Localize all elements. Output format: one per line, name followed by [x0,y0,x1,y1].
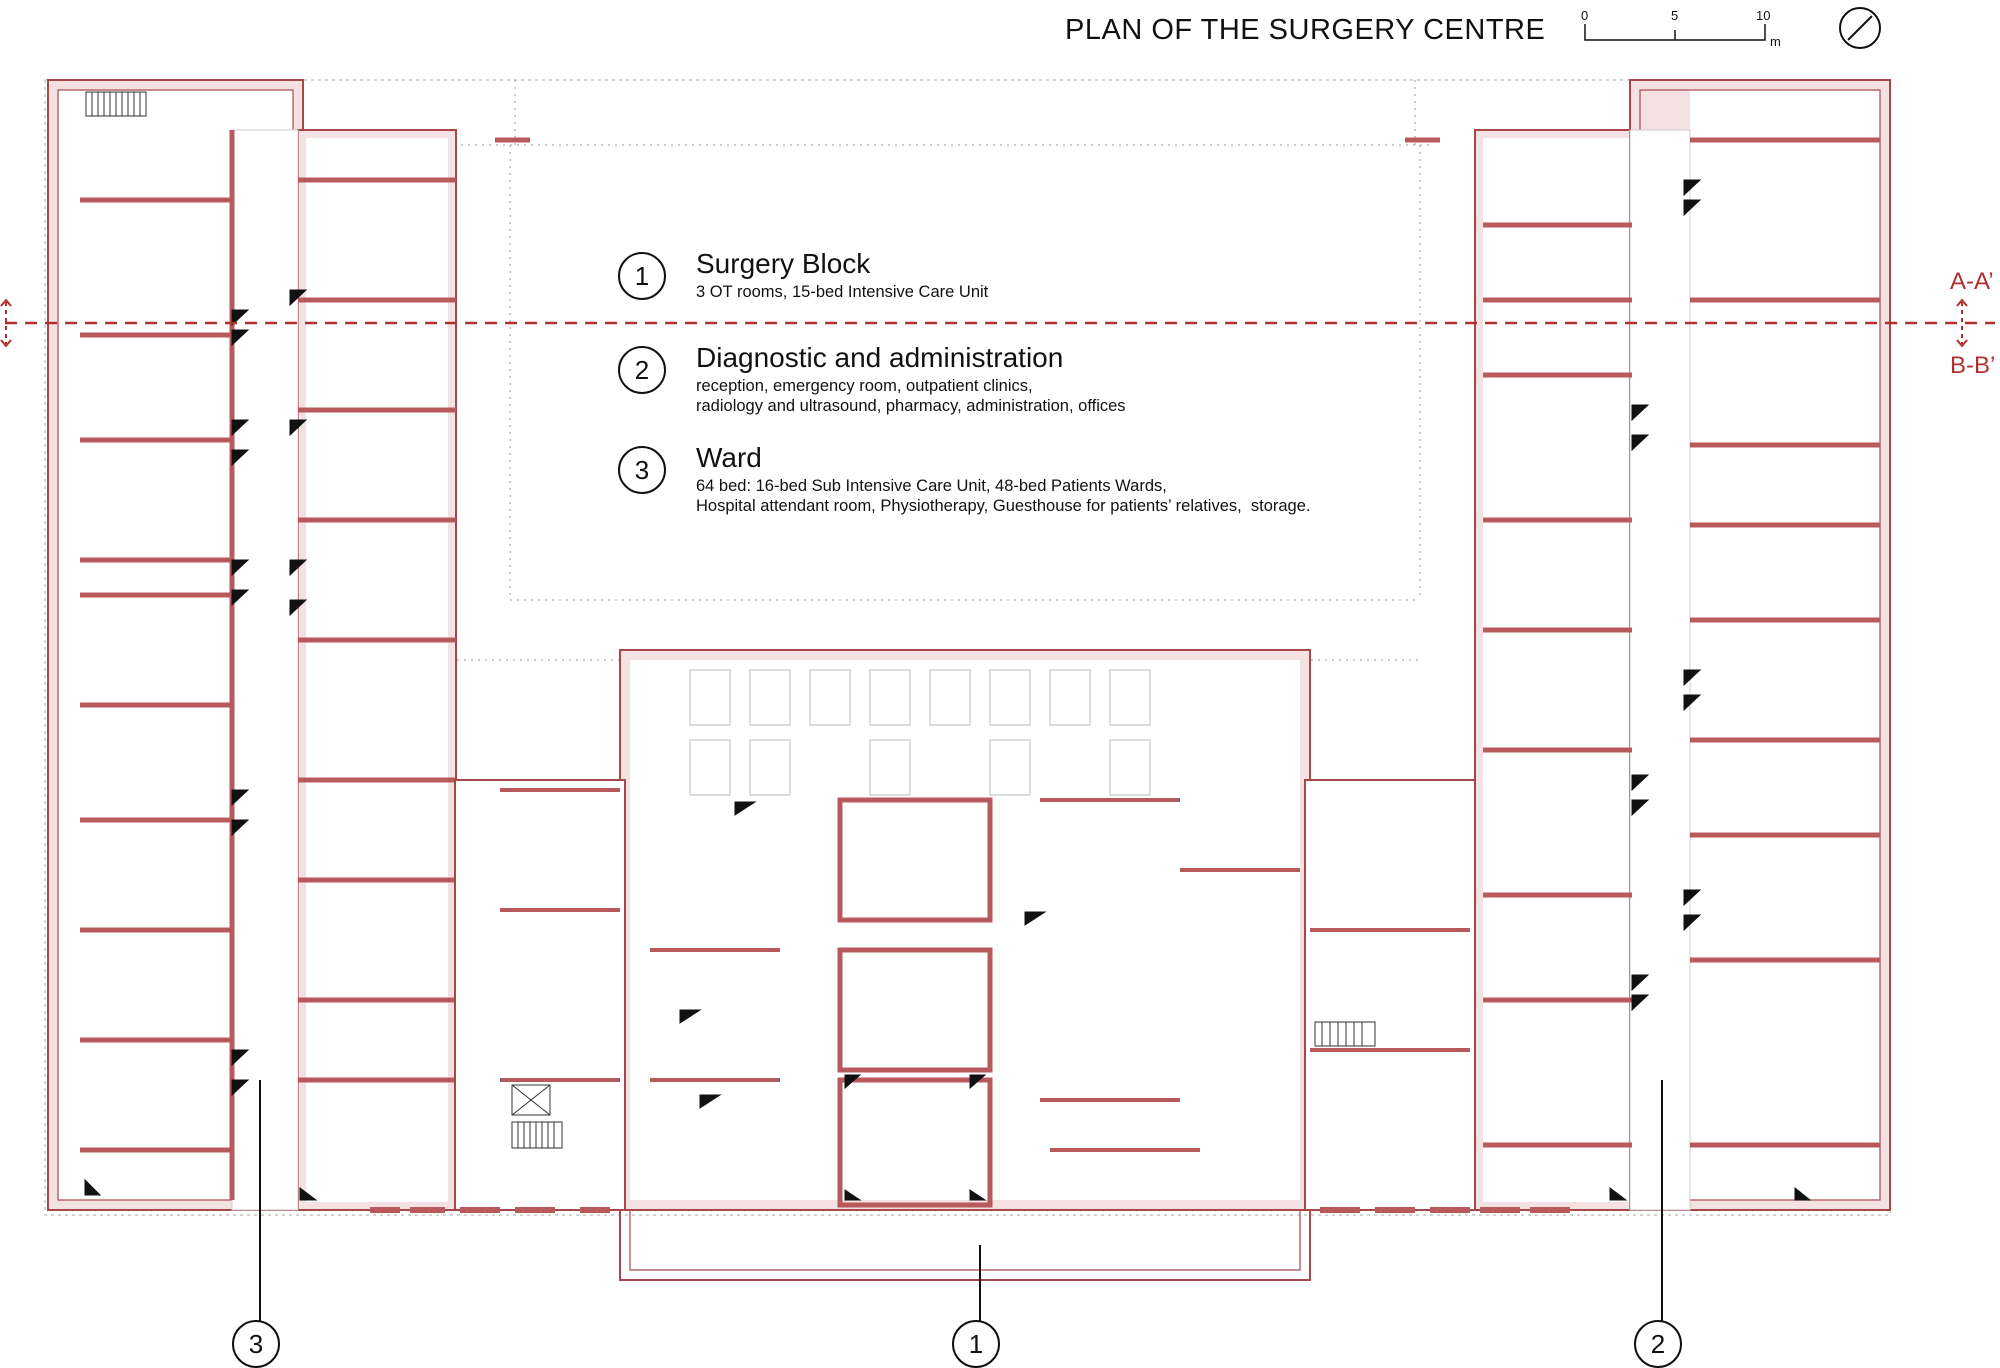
legend: 1 Surgery Block 3 OT rooms, 15-bed Inten… [618,248,1518,515]
legend-number: 2 [618,346,666,394]
scale-bar: 0 5 10 m [1580,4,1820,54]
legend-number: 1 [618,252,666,300]
scale-tick-5: 5 [1671,8,1679,23]
legend-title: Diagnostic and administration [696,342,1064,373]
section-label-bottom: B-B’ [1950,352,1996,379]
scale-tick-0: 0 [1581,8,1589,23]
callout-surgery: 1 [952,1320,1000,1368]
plan-structure [44,79,1891,1281]
scale-unit: m [1770,34,1781,49]
legend-description: 64 bed: 16-bed Sub Intensive Care Unit, … [696,477,1311,515]
legend-description: 3 OT rooms, 15-bed Intensive Care Unit [696,283,989,301]
section-label-top: A-A’ [1950,268,1994,295]
callout-ward: 3 [232,1320,280,1368]
plan-title: PLAN OF THE SURGERY CENTRE [1065,14,1546,46]
callout-diagnostic: 2 [1634,1320,1682,1368]
legend-description: reception, emergency room, outpatient cl… [696,377,1126,415]
scale-tick-10: 10 [1756,8,1771,23]
legend-title: Ward [696,442,762,473]
legend-number: 3 [618,446,666,494]
legend-title: Surgery Block [696,248,871,279]
